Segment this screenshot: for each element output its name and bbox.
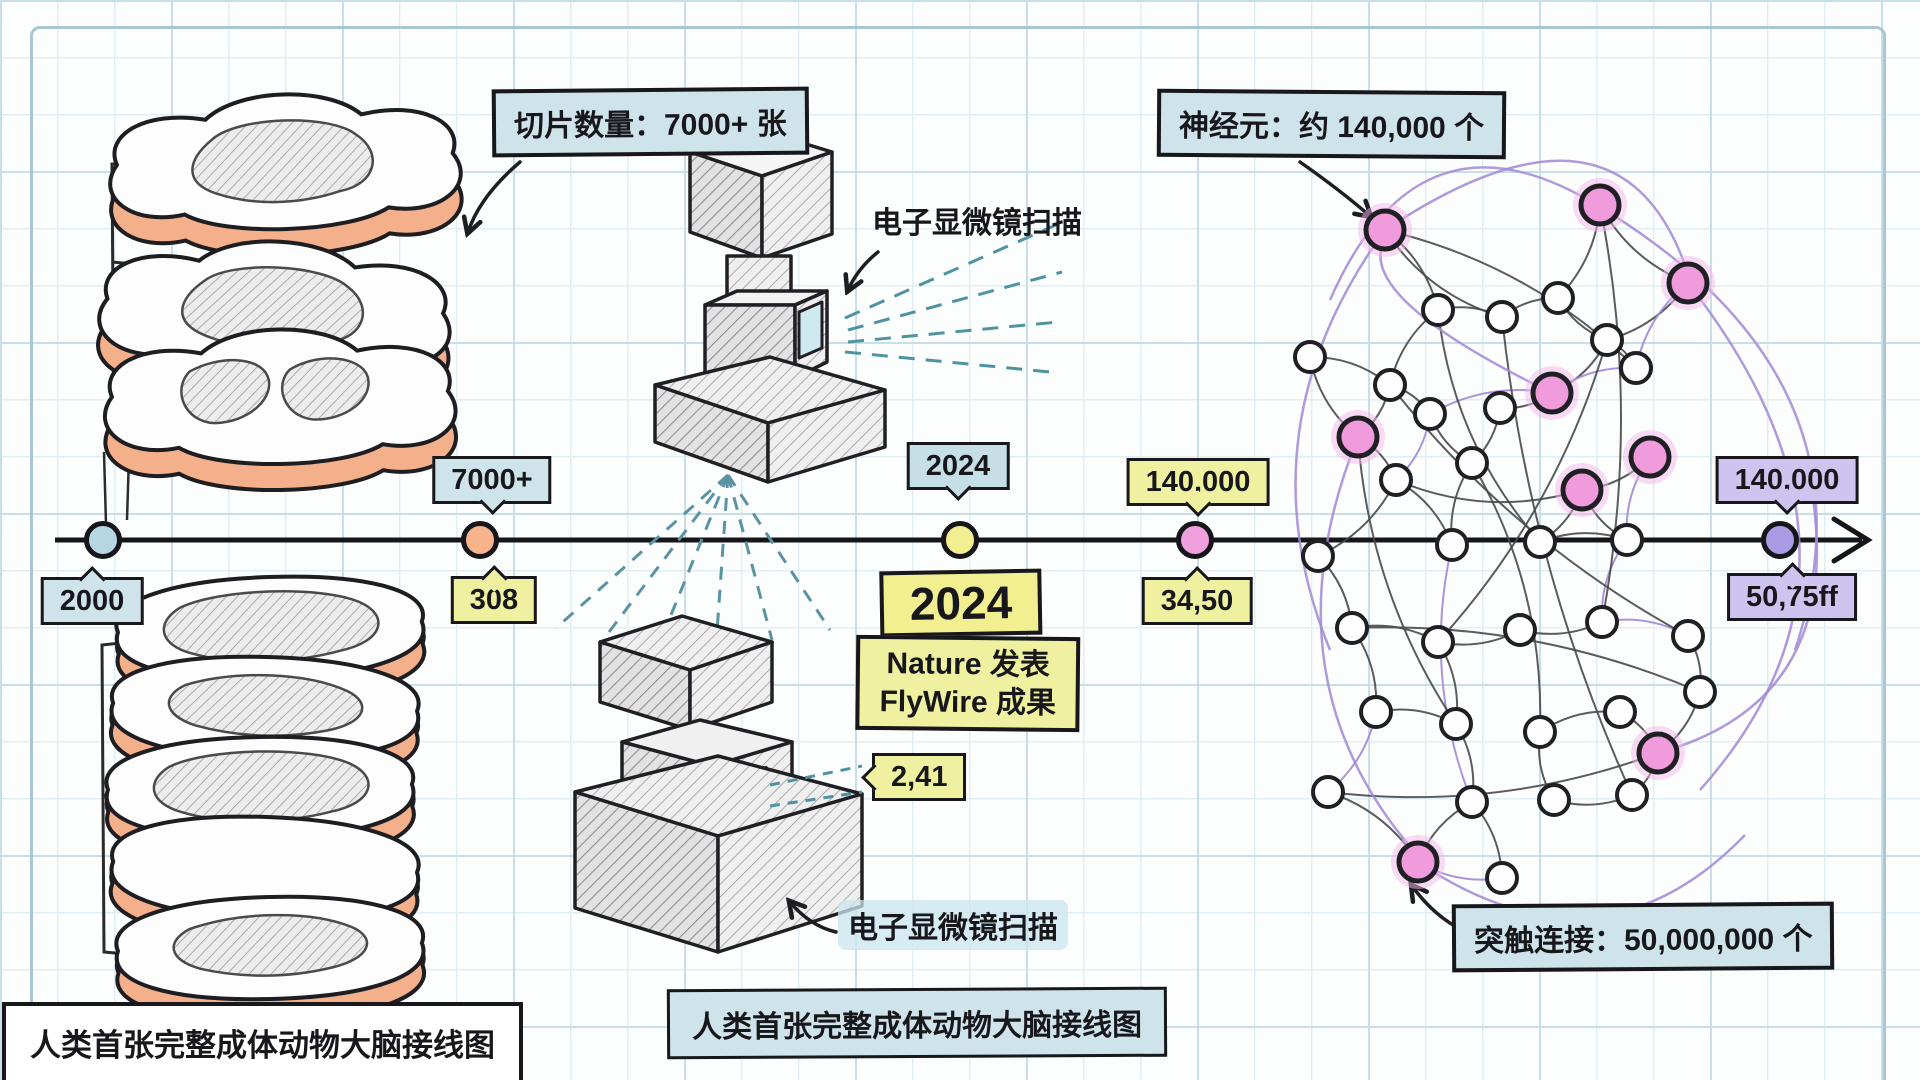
electron-microscope-bottom: [573, 614, 864, 954]
sample-beam-dashes: [769, 764, 863, 808]
neuron-count-label: 神经元：约 140,000 个: [1156, 88, 1507, 160]
timeline-dot-synapses: [1761, 521, 1799, 559]
main-title-left: 人类首张完整成体动物大脑接线图: [2, 1002, 523, 1080]
year-2024-box: 2024: [879, 568, 1043, 638]
timeline-dot-slices: [461, 521, 499, 559]
nature-line1: Nature 发表: [886, 647, 1051, 682]
slice-count-label: 切片数量：7000+ 张: [491, 86, 809, 158]
brain-slice-stack-bottom: [100, 574, 427, 1024]
nature-flywire-box: Nature 发表 FlyWire 成果: [855, 634, 1081, 733]
timeline-arrowhead-icon: [1831, 516, 1873, 564]
em-scan-label-top: 电子显微镜扫描: [872, 207, 1082, 240]
nature-line2: FlyWire 成果: [879, 684, 1057, 720]
brain-slice-stack-top: [96, 92, 464, 525]
callout-2000: 2000: [40, 577, 144, 626]
main-title-center: 人类首张完整成体动物大脑接线图: [666, 986, 1168, 1060]
synapse-count-label: 突触连接：50,000,000 个: [1451, 901, 1835, 973]
callout-140000-right-above: 140,000: [1715, 456, 1859, 505]
arrow-to-slices: [468, 160, 522, 232]
brain-slice: [103, 327, 458, 493]
scan-beam-rays-right: [844, 222, 1063, 374]
brain-slice: [114, 894, 427, 1024]
neural-network-graph: [1293, 159, 1819, 919]
callout-5075ff-below: 50,75ff: [1727, 573, 1857, 622]
electron-microscope-top: [653, 128, 887, 484]
arrow-to-bottom-microscope: [790, 902, 838, 934]
callout-308-below: 308: [450, 576, 538, 625]
callout-140000-above: 140,000: [1126, 458, 1270, 507]
scan-beam-fan-down: [555, 473, 832, 647]
callout-7000-above: 7000+: [432, 456, 552, 505]
callout-2024-above: 2024: [906, 442, 1010, 491]
timeline-dot-2024: [941, 521, 979, 559]
timeline-dot-2000: [84, 521, 122, 559]
callout-3450-below: 34,50: [1141, 577, 1253, 626]
em-scan-label-bottom: 电子显微镜扫描: [838, 900, 1068, 950]
arrow-to-top-microscope: [848, 250, 880, 290]
callout-em-value: 2,41: [872, 753, 967, 802]
timeline-dot-neurons: [1176, 521, 1214, 559]
brain-slice: [108, 92, 464, 258]
microscope-screen: [797, 300, 824, 360]
arrow-to-neuron-node: [1298, 160, 1370, 216]
